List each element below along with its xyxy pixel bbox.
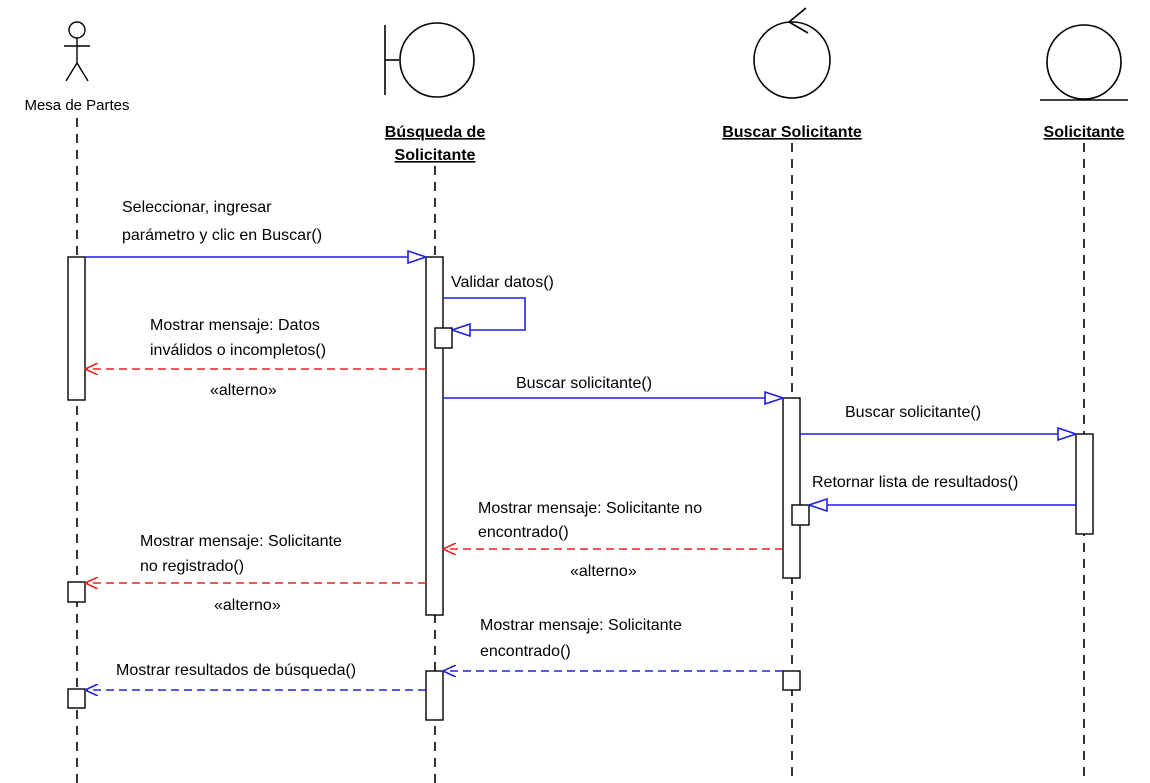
message-label: parámetro y clic en Buscar() [122, 227, 322, 244]
message-buscar-solicitante-1: Buscar solicitante() [443, 375, 783, 398]
message-label: encontrado() [480, 643, 571, 660]
message-label: no registrado() [140, 558, 244, 575]
stereotype-alterno: «alterno» [214, 597, 281, 614]
message-label: Mostrar mensaje: Solicitante [480, 617, 682, 634]
activation-buscar-2 [782, 670, 801, 691]
activation-busqueda-self [434, 327, 453, 349]
stereotype-alterno: «alterno» [210, 382, 277, 399]
message-label: encontrado() [478, 524, 569, 541]
message-solicitante-no-encontrado: Mostrar mensaje: Solicitante no encontra… [443, 500, 783, 580]
message-label: Buscar solicitante() [845, 404, 981, 421]
actor-icon [64, 21, 90, 82]
stereotype-alterno: «alterno» [570, 563, 637, 580]
message-mostrar-resultados: Mostrar resultados de búsqueda() [85, 662, 426, 690]
message-solicitante-encontrado: Mostrar mensaje: Solicitante encontrado(… [443, 617, 783, 671]
message-label: Mostrar resultados de búsqueda() [116, 662, 356, 679]
message-label: Mostrar mensaje: Datos [150, 317, 320, 334]
message-datos-invalidos: Mostrar mensaje: Datos inválidos o incom… [85, 317, 426, 399]
boundary-icon [384, 22, 475, 98]
activation-mesa-2 [67, 581, 86, 603]
message-solicitante-no-registrado: Mostrar mensaje: Solicitante no registra… [85, 533, 426, 614]
activation-mesa-1 [67, 256, 86, 401]
participant-label-busqueda-2: Solicitante [395, 147, 476, 164]
participant-buscar-solicitante: Buscar Solicitante [722, 7, 862, 141]
participant-busqueda-de-solicitante: Búsqueda de Solicitante [384, 22, 486, 164]
participant-label-busqueda-1: Búsqueda de [385, 124, 486, 141]
activations [67, 256, 1094, 721]
participant-label-mesa: Mesa de Partes [24, 97, 129, 114]
participant-label-buscar: Buscar Solicitante [722, 124, 862, 141]
activation-mesa-3 [67, 688, 86, 709]
participant-solicitante: Solicitante [1040, 24, 1128, 141]
message-seleccionar-buscar: Seleccionar, ingresar parámetro y clic e… [85, 199, 426, 257]
participant-mesa-de-partes: Mesa de Partes [24, 21, 130, 114]
control-icon [753, 7, 831, 99]
lifelines [76, 118, 1085, 783]
message-label: Buscar solicitante() [516, 375, 652, 392]
message-label: inválidos o incompletos() [150, 342, 326, 359]
activation-buscar-self [791, 504, 810, 526]
activation-solicitante [1075, 433, 1094, 535]
message-label: Mostrar mensaje: Solicitante no [478, 500, 702, 517]
entity-icon [1040, 24, 1128, 101]
message-label: Seleccionar, ingresar [122, 199, 272, 216]
activation-buscar-1 [782, 397, 801, 579]
message-retornar-lista: Retornar lista de resultados() [809, 474, 1076, 505]
participant-label-solicitante: Solicitante [1044, 124, 1125, 141]
message-label: Validar datos() [451, 274, 554, 291]
message-buscar-solicitante-2: Buscar solicitante() [800, 404, 1076, 434]
message-label: Mostrar mensaje: Solicitante [140, 533, 342, 550]
message-label: Retornar lista de resultados() [812, 474, 1018, 491]
activation-busqueda-1 [425, 256, 444, 616]
message-validar-datos: Validar datos() [443, 274, 554, 330]
activation-busqueda-2 [425, 670, 444, 721]
